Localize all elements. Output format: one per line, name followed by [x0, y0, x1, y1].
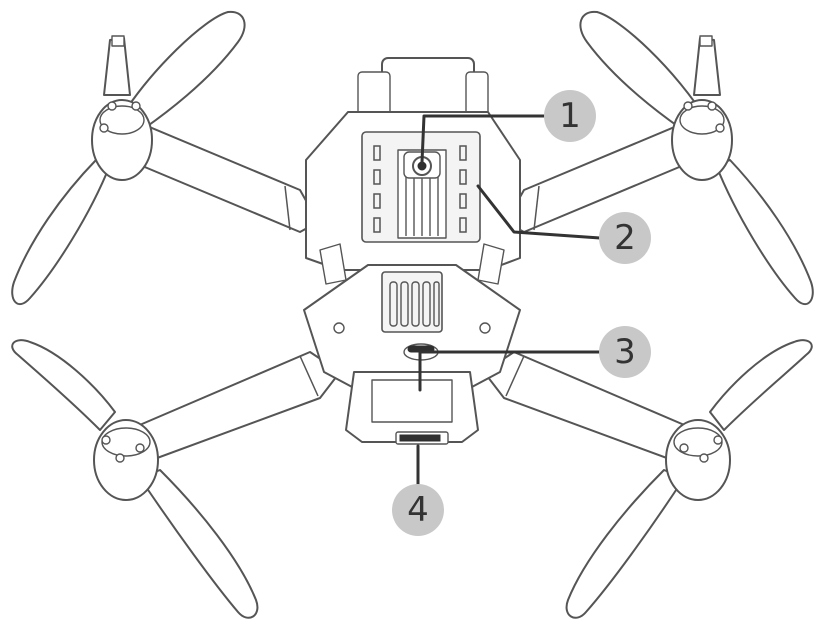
callout-label-3: 3 [614, 332, 636, 372]
callout-label-2: 2 [614, 218, 636, 258]
leader-line-3 [418, 350, 602, 392]
drone-body [303, 57, 521, 445]
callout-badge-1: 1 [544, 90, 596, 142]
callout-label-4: 4 [407, 490, 429, 530]
callout-label-1: 1 [559, 96, 581, 136]
propeller-rear-right [565, 339, 813, 619]
motor-rear-left [93, 419, 159, 501]
callout-badge-3: 3 [599, 326, 651, 378]
callout-badge-2: 2 [599, 212, 651, 264]
motor-front-right [671, 35, 733, 181]
leader-line-2 [476, 184, 602, 240]
arm-rear-right [483, 351, 697, 469]
propeller-rear-left [11, 339, 259, 619]
motor-front-left [91, 35, 153, 181]
arm-front-right [505, 117, 697, 233]
arm-rear-left [127, 351, 341, 469]
propeller-front-left [11, 10, 246, 305]
arm-front-left [127, 117, 319, 233]
propeller-front-right [579, 10, 814, 305]
leader-line-1 [420, 114, 548, 164]
callout-badge-4: 4 [392, 484, 444, 536]
motor-rear-right [665, 419, 731, 501]
